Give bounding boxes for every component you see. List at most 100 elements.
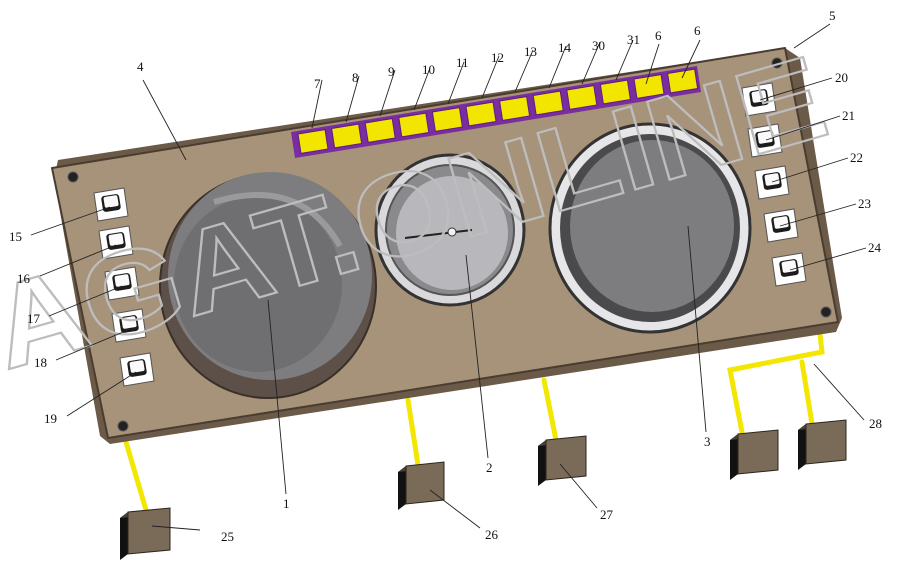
callout-label-22: 22 [850,150,863,165]
indicator-lamp [398,112,430,138]
leader-line-11 [447,61,465,105]
wiring-harness [123,331,825,513]
control-button-left [119,352,155,387]
indicator-lamp [465,101,497,127]
leader-line-31 [615,39,634,81]
connector-front [405,461,445,505]
callout-label-25: 25 [221,529,234,544]
gauge-1 [159,172,377,399]
leader-line-15 [30,206,111,236]
harness-wire-26 [405,397,421,468]
control-button-right [741,82,777,117]
callout-label-8: 8 [352,70,359,85]
callout-label-15: 15 [9,229,22,244]
callout-label-13: 13 [524,44,537,59]
button-key-face [764,173,780,186]
callout-label-27: 27 [600,507,614,522]
callout-label-17: 17 [27,311,41,326]
button-key-face [751,90,767,103]
leader-line-7 [311,79,323,129]
callout-label-1: 1 [283,496,290,511]
connector-25 [120,507,171,560]
leader-line-28 [813,363,865,421]
gauge-1-recess [174,196,342,372]
connector-side [398,466,406,510]
leader-line-4 [142,79,187,161]
screw-icon [820,306,832,318]
leader-line-20 [759,77,833,101]
callout-label-24: 24 [868,240,882,255]
control-button-left [104,266,140,301]
leader-lines [30,23,867,531]
leader-line-14 [548,45,567,89]
callout-label-28: 28 [869,416,882,431]
mounting-screws [67,57,832,432]
callout-label-20: 20 [835,70,848,85]
callout-label-3: 3 [704,434,711,449]
callout-label-2: 2 [486,460,493,475]
control-button-right [747,123,783,158]
indicator-lamp [566,85,598,110]
connectors [120,419,847,560]
screw-icon [771,57,783,69]
leader-line-24 [789,247,867,271]
leader-line-5 [793,23,831,49]
connector-27 [538,435,587,486]
button-key-face [114,274,130,287]
connector-front [805,419,847,465]
button-key-face [121,316,137,329]
gauge-3-face [570,140,734,312]
callout-label-10: 10 [422,62,435,77]
callout-label-12: 12 [491,50,504,65]
control-button-left [98,225,134,260]
indicator-lamp [431,107,463,132]
leader-line-27 [559,463,598,509]
button-column-right [741,82,807,287]
button-key-face [103,195,119,208]
button-key-face [781,260,797,273]
callout-label-6b: 6 [694,23,701,38]
callout-label-19: 19 [44,411,57,426]
screw-icon [67,171,79,183]
leader-line-30 [581,41,601,85]
indicator-lamp [331,123,363,149]
connector-side [798,424,806,470]
indicator-lamps [297,68,699,154]
leader-line-6a [645,43,660,85]
leader-line-26 [429,489,481,529]
callout-label-26: 26 [485,527,499,542]
leader-line-25 [151,525,201,531]
button-key-face [773,216,789,229]
connector-26 [398,461,445,510]
indicator-lamp [599,79,631,105]
callout-label-23: 23 [858,196,871,211]
leader-line-1 [267,299,287,495]
control-button-left [111,308,147,343]
leader-line-18 [55,329,129,361]
harness-wire-28-branch [799,359,815,427]
harness-wire-25 [123,439,149,513]
leader-line-8 [345,75,360,123]
harness-wire-28-main [727,331,825,435]
connector-28b [798,419,847,470]
leader-line-9 [379,69,396,117]
gauge-2-pivot [447,227,457,237]
connector-side [730,434,738,480]
callout-label-7: 7 [314,76,321,91]
callout-label-18: 18 [34,355,47,370]
control-button-right [754,165,790,200]
indicator-lamp [633,74,665,99]
callout-label-4: 4 [137,59,144,74]
indicator-lamp [532,90,564,116]
callout-label-14: 14 [558,40,572,55]
callout-label-16: 16 [17,271,31,286]
leader-line-10 [413,67,431,111]
leader-line-22 [771,157,849,183]
control-button-left [93,187,129,222]
leader-line-12 [481,55,500,99]
screw-icon [117,420,129,432]
connector-front [127,507,171,555]
callout-label-31: 31 [627,32,640,47]
